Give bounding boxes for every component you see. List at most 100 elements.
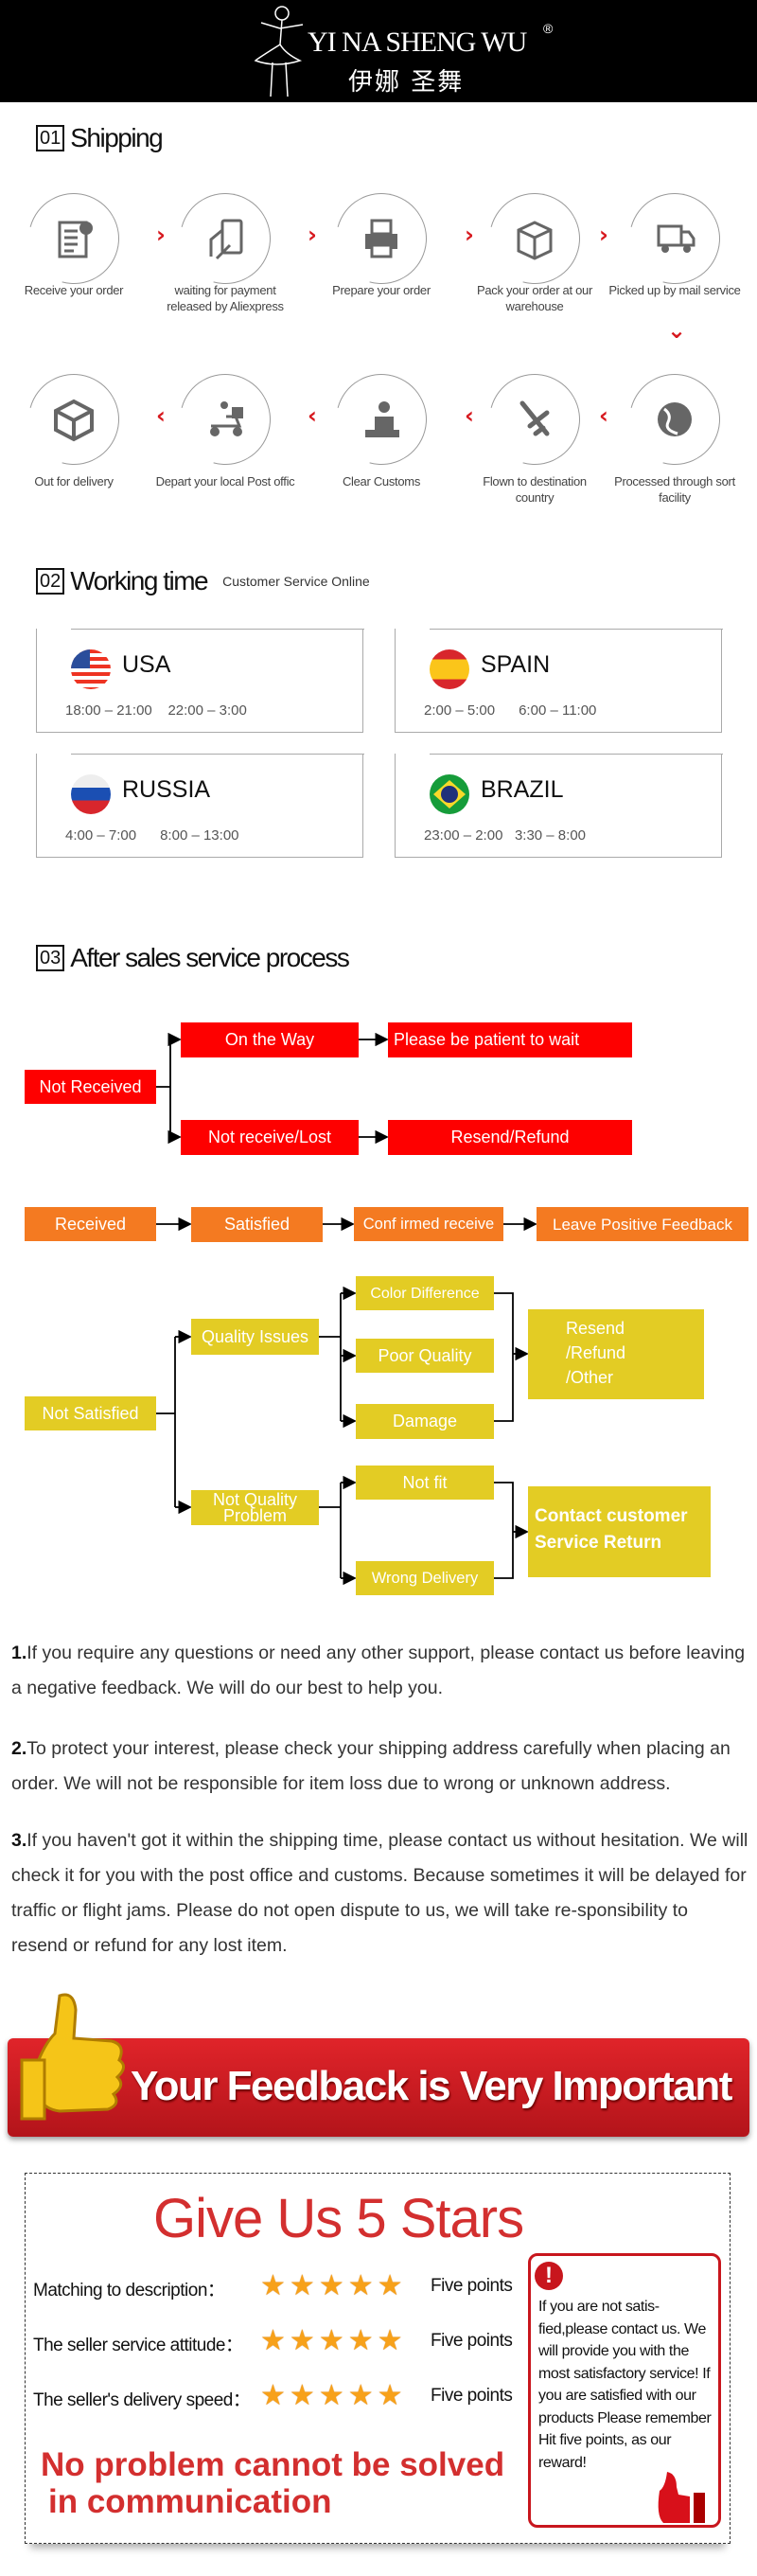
star-icon: ★ (289, 2380, 315, 2411)
quality-issues-box: Quality Issues (191, 1319, 319, 1355)
step-label: Out for delivery (34, 474, 114, 489)
rating-row: The seller service attitude：★★★★★Five po… (33, 2327, 525, 2359)
note-number: 3. (11, 1830, 27, 1851)
red-thumbs-up-icon (658, 2472, 705, 2523)
star-icon: ★ (318, 2380, 344, 2411)
chevron-left-icon: ‹ (599, 402, 608, 429)
give-five-stars-title: Give Us 5 Stars (153, 2188, 524, 2249)
registered-mark: ® (543, 21, 554, 36)
clipboard-check-icon (58, 221, 93, 258)
rating-value: Five points (431, 2276, 513, 2296)
step-label: Flown to destination country (483, 474, 587, 505)
not-fit-box: Not fit (356, 1466, 494, 1500)
country-card-usa: USA 18:00 – 21:00 22:00 – 3:00 (36, 629, 364, 733)
country-name: RUSSIA (122, 776, 211, 803)
label-line: Contact customer (535, 1506, 688, 1526)
not-receive-lost-box: Not receive/Lost (181, 1120, 359, 1155)
step-label: Processed through sort facility (614, 474, 735, 505)
step-label: Pack your order at our warehouse (476, 283, 593, 313)
star-rating: ★★★★★ (260, 2327, 403, 2355)
leave-feedback-box: Leave Positive Feedback (537, 1207, 748, 1241)
note-2: 2.To protect your interest, please check… (11, 1732, 749, 1802)
star-rating: ★★★★★ (260, 2382, 403, 2410)
country-name: BRAZIL (481, 776, 564, 803)
feedback-banner: Your Feedback is Very Important (8, 2038, 749, 2137)
spain-flag-icon (430, 649, 469, 689)
rating-row: Matching to description：★★★★★Five points (33, 2272, 525, 2304)
hours: 23:00 – 2:00 3:30 – 8:00 (424, 827, 587, 844)
resend-refund-other-box: Resend /Refund /Other (528, 1309, 704, 1399)
hours: 4:00 – 7:00 8:00 – 13:00 (65, 827, 239, 844)
customs-officer-icon (365, 401, 399, 437)
chevron-right-icon: › (465, 222, 474, 248)
contact-customer-box: Contact customer Service Return (528, 1486, 711, 1577)
chevron-right-icon: › (308, 222, 317, 248)
star-icon: ★ (318, 2270, 344, 2301)
star-icon: ★ (289, 2325, 315, 2356)
flowchart-connectors (156, 1032, 537, 1586)
rating-label: The seller service attitude： (33, 2336, 243, 2355)
brazil-flag-icon (430, 774, 469, 814)
note-number: 1. (11, 1643, 27, 1663)
rating-label: Matching to description： (33, 2281, 225, 2301)
label-line: Problem (222, 1505, 288, 1525)
section-subtitle: Customer Service Online (222, 574, 370, 589)
not-satisfied-box: Not Satisfied (25, 1396, 156, 1430)
step-label: waiting for payment released by Aliexpre… (167, 283, 284, 313)
usa-flag-icon (71, 649, 111, 689)
open-box-icon (54, 399, 94, 442)
star-icon: ★ (377, 2325, 403, 2356)
confirmed-receive-box: Conf irmed receive (354, 1207, 503, 1241)
not-quality-problem-box: Not Quality Problem (191, 1490, 319, 1525)
chevron-left-icon: ‹ (156, 402, 166, 429)
star-icon: ★ (347, 2270, 374, 2301)
chevron-right-icon: › (156, 222, 166, 248)
hand-card-icon (209, 219, 243, 260)
country-card-spain: SPAIN 2:00 – 5:00 6:00 – 11:00 (395, 629, 723, 733)
country-card-brazil: BRAZIL 23:00 – 2:00 3:30 – 8:00 (395, 754, 723, 858)
country-name: USA (122, 651, 171, 678)
exclamation-icon: ! (535, 2262, 563, 2290)
printer-icon (365, 219, 397, 258)
rating-value: Five points (431, 2386, 513, 2406)
section-number: 02 (36, 568, 65, 595)
chevron-left-icon: ‹ (308, 402, 317, 429)
country-card-russia: RUSSIA 4:00 – 7:00 8:00 – 13:00 (36, 754, 364, 858)
notice-text: If you are not satis-fied,please contact… (538, 2299, 712, 2471)
russia-flag-icon (71, 774, 111, 814)
rating-row: The seller's delivery speed：★★★★★Five po… (33, 2382, 525, 2414)
country-name: SPAIN (481, 651, 551, 678)
star-icon: ★ (289, 2270, 315, 2301)
note-1: 1.If you require any questions or need a… (11, 1636, 749, 1706)
slogan: No problem cannot be solved in communica… (41, 2446, 504, 2520)
option-line: /Refund (566, 1343, 626, 1362)
slogan-line: in communication (48, 2483, 332, 2520)
feedback-banner-text: Your Feedback is Very Important (131, 2063, 732, 2109)
hours: 2:00 – 5:00 6:00 – 11:00 (424, 702, 597, 719)
brand-name: YI NA SHENG WU (308, 27, 527, 58)
section-title: Working time (70, 566, 208, 595)
note-text: If you require any questions or need any… (11, 1643, 746, 1698)
star-icon: ★ (377, 2270, 403, 2301)
thumbs-up-icon (20, 1993, 125, 2121)
chevron-down-icon: ⌄ (667, 317, 687, 344)
star-icon: ★ (260, 2325, 286, 2356)
note-text: To protect your interest, please check y… (11, 1738, 731, 1794)
star-icon: ★ (347, 2380, 374, 2411)
star-icon: ★ (347, 2325, 374, 2356)
note-number: 2. (11, 1738, 27, 1759)
option-line: Resend (566, 1319, 625, 1338)
poor-quality-box: Poor Quality (356, 1339, 494, 1373)
step-label: Clear Customs (342, 474, 421, 489)
scooter-courier-icon (210, 401, 243, 436)
satisfied-box: Satisfied (191, 1207, 323, 1242)
box-icon (517, 221, 553, 260)
label-line: Not Quality (212, 1489, 298, 1509)
after-sales-heading: 03 After sales service process (36, 943, 350, 973)
received-box: Received (25, 1207, 156, 1241)
star-icon: ★ (377, 2380, 403, 2411)
hours: 18:00 – 21:00 22:00 – 3:00 (65, 702, 247, 719)
section-title: Shipping (70, 123, 163, 152)
chevron-left-icon: ‹ (465, 402, 474, 429)
star-icon: ★ (260, 2380, 286, 2411)
